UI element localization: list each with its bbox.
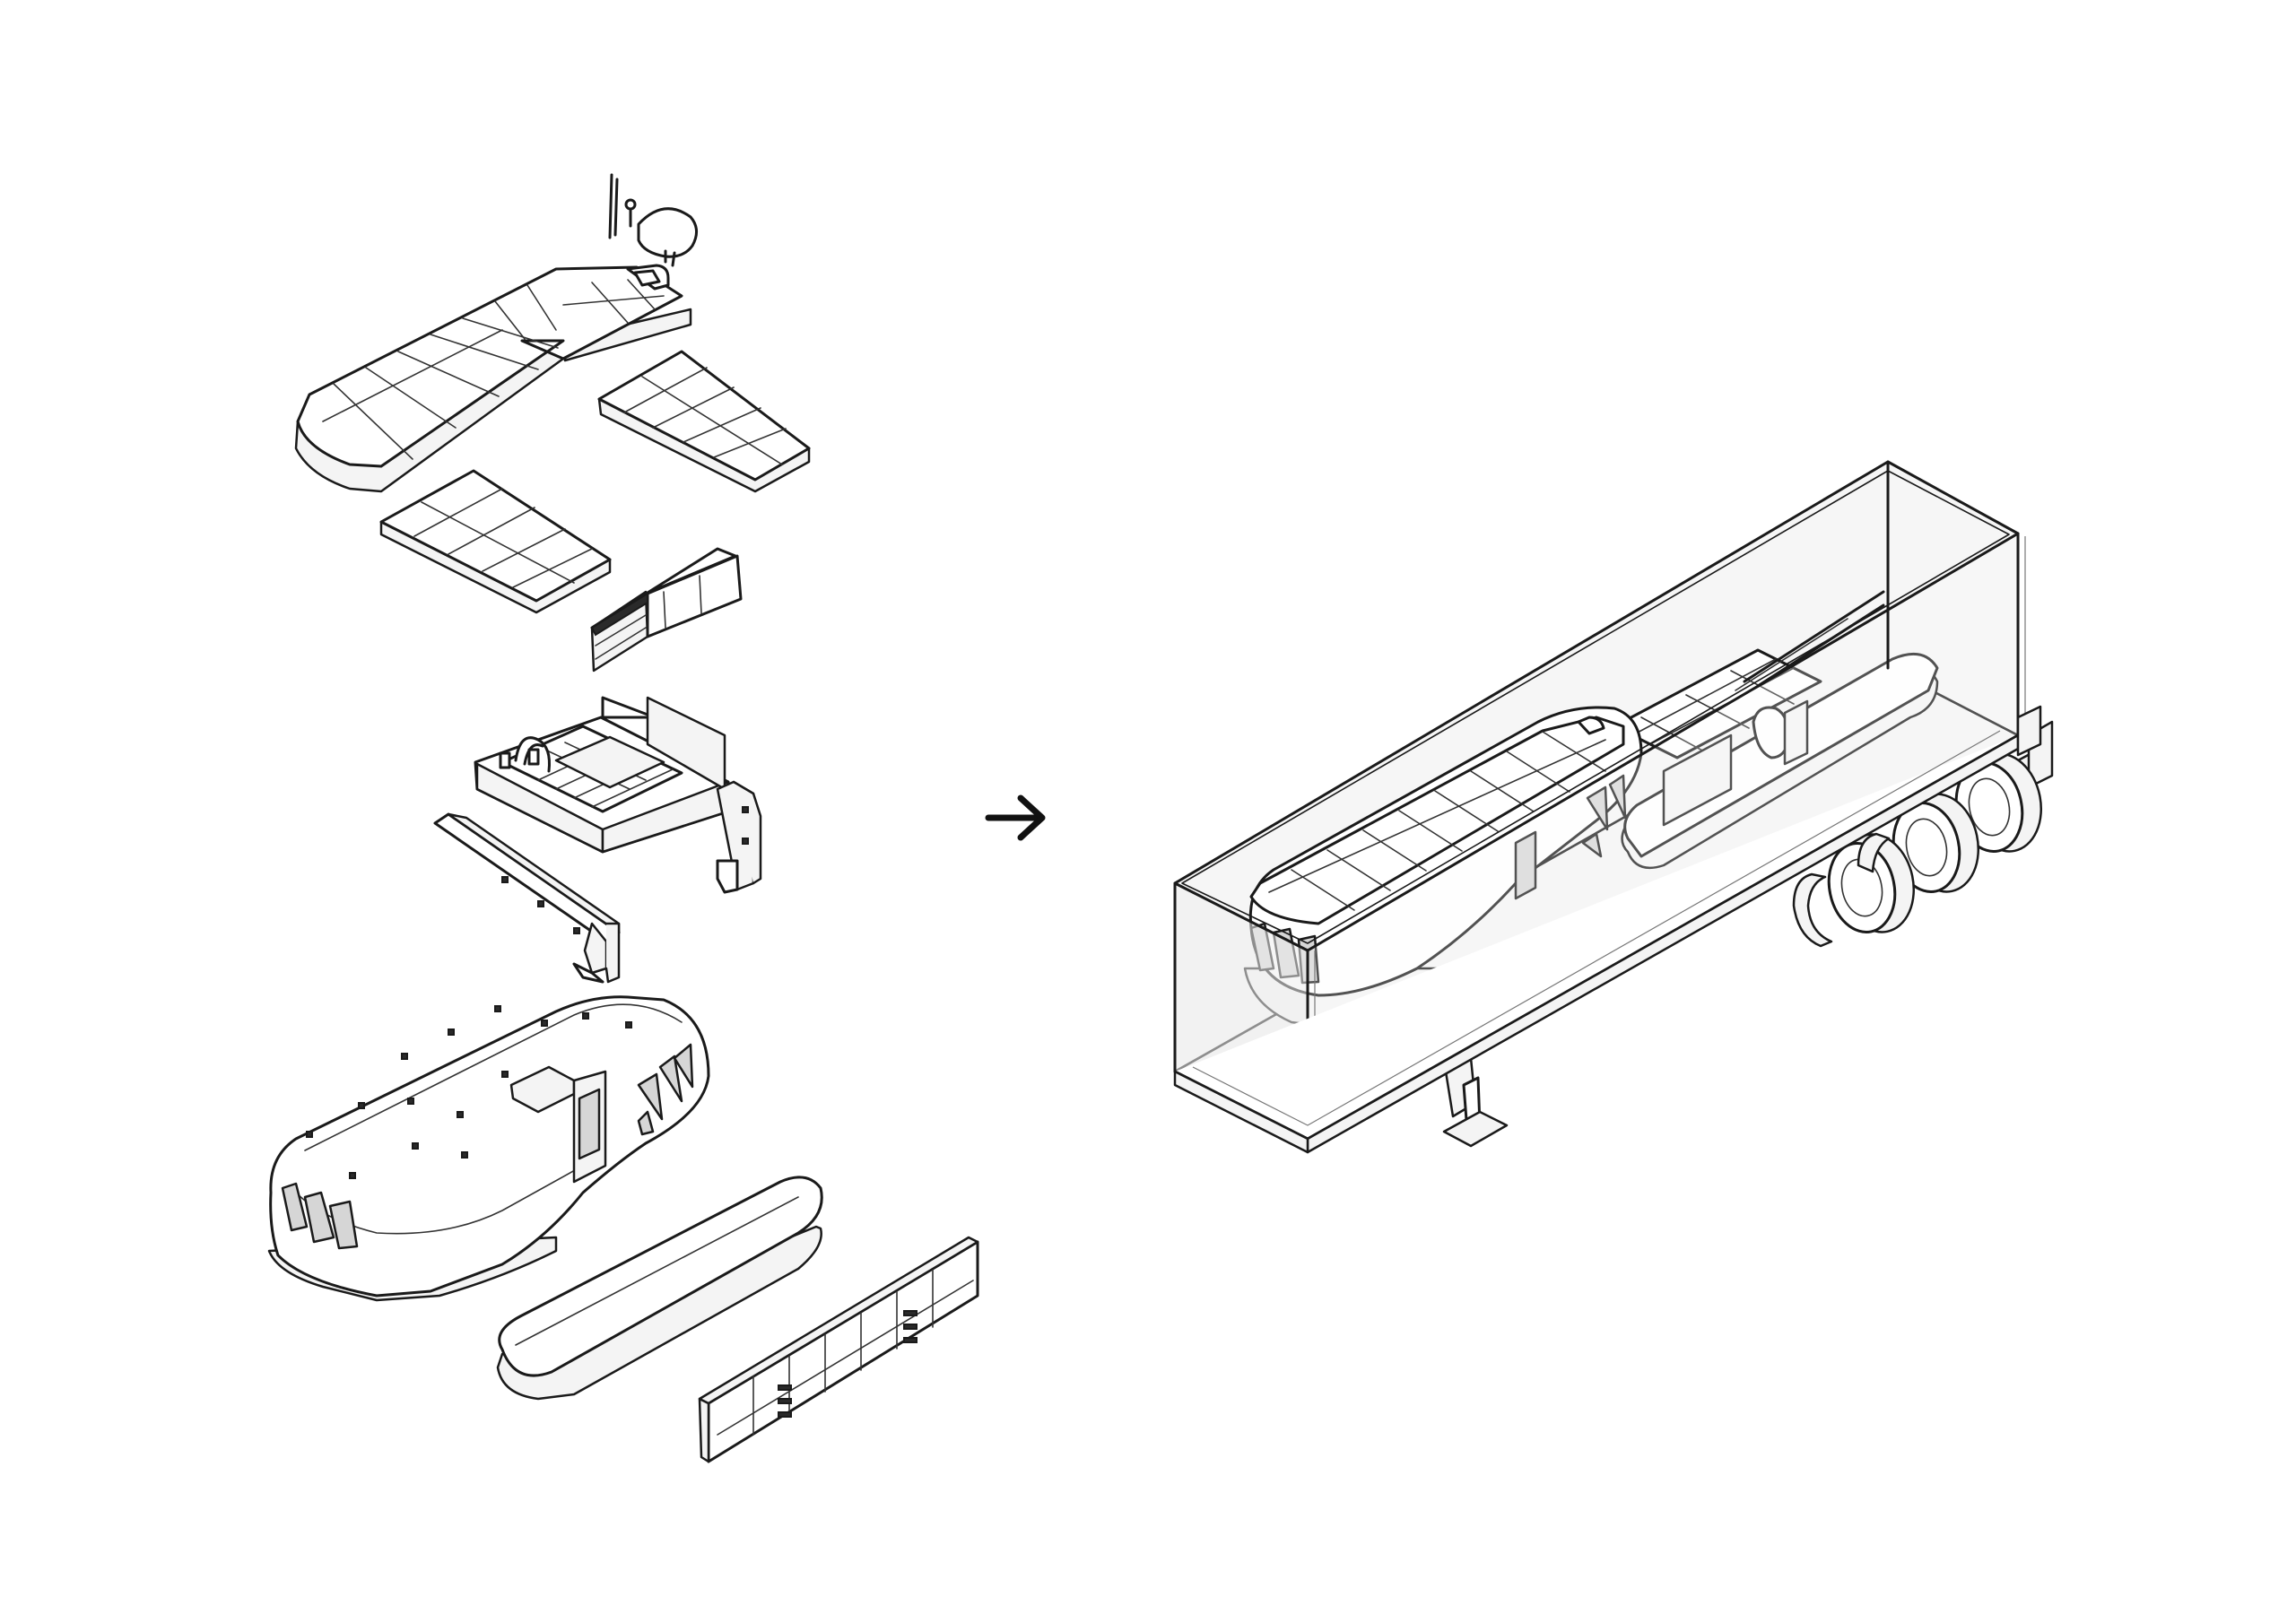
boat-in-container-icon (1243, 590, 1939, 1033)
solar-side-panel-left-icon (379, 469, 612, 614)
cockpit-deck-module-icon (474, 696, 730, 854)
pontoon-float-icon (496, 1176, 823, 1401)
support-beam-left-icon (433, 812, 621, 984)
side-wall-panel-icon (698, 1236, 979, 1463)
antenna-and-radar-dome-icon (608, 173, 698, 267)
support-beam-right-icon (716, 780, 762, 894)
solar-side-panel-right-icon (597, 350, 811, 493)
arrow-right-icon (985, 794, 1046, 841)
hull-body-icon (267, 995, 710, 1302)
shipping-container-frame-icon (1173, 460, 2042, 1154)
battery-pack-icon (590, 547, 743, 673)
solar-roof-main-panel-icon (294, 264, 692, 493)
